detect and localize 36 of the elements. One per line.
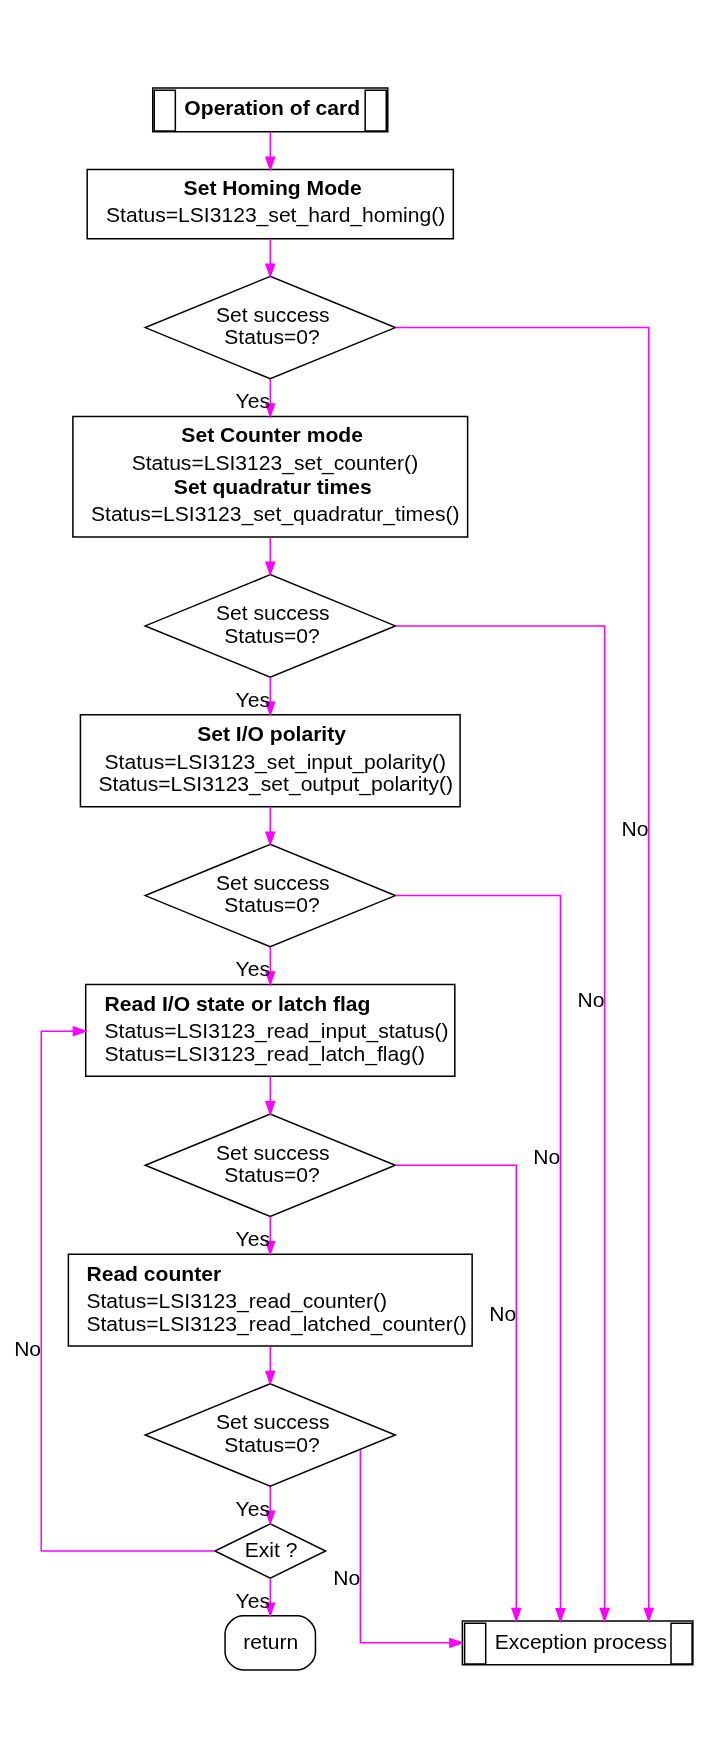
arrow [264, 806, 276, 847]
edge-label: Yes [235, 1496, 270, 1520]
node-box: Set Counter mode Status=LSI3123_set_counter() Set quadratur times Status=LSI3123_set_quadratur_times() [72, 415, 469, 538]
arrow [395, 326, 654, 1623]
arrow [264, 131, 276, 172]
node-box: Set I/O polarity Status=LSI3123_set_input_polarity() Status=LSI3123_set_output_polarity() [79, 714, 461, 808]
edge-label: Yes [235, 1588, 270, 1612]
node-box: Read I/O state or latch flag Status=LSI3123_read_input_status() Status=LSI3123_read_latch_flag() [84, 983, 456, 1078]
edge-label: Yes [235, 1227, 270, 1251]
arrow [264, 1345, 276, 1386]
arrow [264, 1075, 276, 1117]
edge-label: No [577, 988, 605, 1012]
arrow [264, 536, 276, 577]
edge-label: No [14, 1337, 42, 1361]
node-box: Set Homing Mode Status=LSI3123_set_hard_homing() [86, 168, 455, 240]
arrow [394, 1164, 522, 1623]
node-diamond: Set success Status=0? [143, 843, 398, 948]
arrow [359, 1449, 465, 1649]
edge-label: No [533, 1144, 561, 1168]
edge-label: Yes [235, 389, 270, 413]
edge-label: No [489, 1301, 517, 1325]
edge-label: Yes [235, 687, 270, 711]
node-box: return [224, 1615, 317, 1671]
edge-label: No [621, 816, 649, 840]
arrow [394, 625, 610, 1623]
arrow [264, 238, 276, 279]
edge-label: No [333, 1566, 361, 1590]
node-diamond: Set success Status=0? [143, 1382, 398, 1487]
node-diamond: Exit ? [213, 1523, 328, 1579]
node-box: Read counter Status=LSI3123_read_counter() Status=LSI3123_read_latched_counter() [67, 1253, 473, 1347]
node-diamond: Set success Status=0? [143, 275, 398, 380]
arrow [394, 894, 566, 1624]
arrow [40, 1025, 216, 1552]
edge-label: Yes [235, 957, 270, 981]
node-diamond: Set success Status=0? [143, 573, 398, 678]
node-diamond: Set success Status=0? [143, 1113, 398, 1218]
